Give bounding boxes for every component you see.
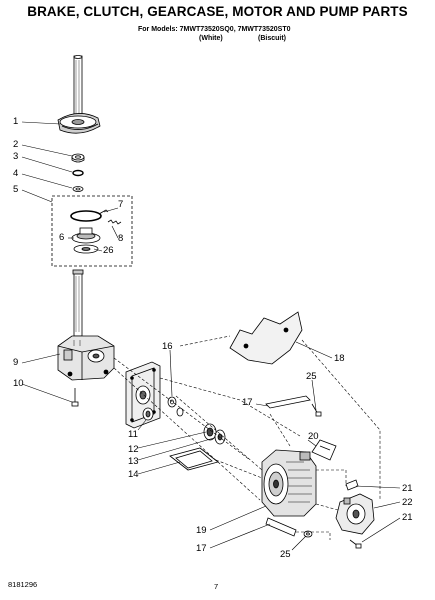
callout-26: 26 bbox=[103, 245, 114, 256]
callout-3: 3 bbox=[13, 151, 19, 162]
clutch-band bbox=[70, 209, 109, 222]
page-title: BRAKE, CLUTCH, GEARCASE, MOTOR AND PUMP … bbox=[27, 4, 408, 19]
callout-17-upper: 17 bbox=[242, 397, 253, 408]
callout-5: 5 bbox=[13, 184, 19, 195]
callout-13: 13 bbox=[128, 456, 139, 467]
pump-screw bbox=[349, 539, 362, 549]
callout-2: 2 bbox=[13, 139, 19, 150]
retaining-ring bbox=[72, 169, 84, 177]
callout-9: 9 bbox=[13, 357, 19, 368]
callout-12: 12 bbox=[128, 444, 139, 455]
callout-8: 8 bbox=[118, 233, 124, 244]
alignment-lines bbox=[113, 335, 381, 540]
upper-drive-shaft bbox=[73, 55, 83, 123]
callout-25-lower: 25 bbox=[280, 549, 291, 560]
callout-18: 18 bbox=[334, 353, 345, 364]
document-number: 8181296 bbox=[8, 580, 38, 589]
clutch-shoe bbox=[71, 227, 101, 244]
drive-motor bbox=[261, 449, 317, 517]
variant-biscuit: (Biscuit) bbox=[258, 35, 286, 42]
callout-1: 1 bbox=[13, 116, 19, 127]
gearcase-bolt bbox=[71, 388, 79, 407]
variant-white: (White) bbox=[199, 35, 223, 42]
callout-11: 11 bbox=[128, 429, 138, 440]
lower-drive-shaft bbox=[72, 269, 84, 337]
callout-17-lower: 17 bbox=[196, 543, 207, 554]
pump-housing bbox=[335, 493, 375, 535]
clutch-kit-outline bbox=[51, 195, 133, 267]
callout-20: 20 bbox=[308, 431, 319, 442]
gearcase-cover bbox=[125, 361, 161, 429]
callout-4: 4 bbox=[13, 168, 19, 179]
callout-25-upper: 25 bbox=[306, 371, 317, 382]
pump-gasket bbox=[169, 447, 219, 471]
callout-7: 7 bbox=[118, 199, 124, 210]
callout-21-upper: 21 bbox=[402, 483, 413, 494]
mount-screw bbox=[311, 403, 322, 417]
page-number: 7 bbox=[214, 582, 219, 591]
motor-belt-strap bbox=[265, 517, 297, 537]
clutch-lining bbox=[73, 244, 99, 254]
callout-22: 22 bbox=[402, 497, 413, 508]
callout-16: 16 bbox=[162, 341, 173, 352]
motor-screw-lower bbox=[303, 530, 313, 538]
pump-clip bbox=[345, 479, 359, 491]
clutch-spring bbox=[107, 219, 122, 225]
gearcase-assembly bbox=[57, 335, 115, 381]
leader-lines bbox=[21, 121, 401, 551]
motor-shield bbox=[229, 311, 303, 365]
motor-clip bbox=[311, 439, 337, 461]
seal-washer-small bbox=[167, 396, 184, 417]
callout-14: 14 bbox=[128, 469, 139, 480]
bearing-pulley bbox=[203, 423, 226, 445]
belt-tension-rod bbox=[265, 395, 311, 409]
models-line: For Models: 7MWT73520SQ0, 7MWT73520ST0 bbox=[138, 26, 291, 33]
shaft-seal bbox=[142, 407, 154, 421]
callout-19: 19 bbox=[196, 525, 207, 536]
callout-6: 6 bbox=[59, 232, 65, 243]
brake-cam-driver bbox=[57, 113, 101, 134]
callout-21-lower: 21 bbox=[402, 512, 413, 523]
spacer-washer bbox=[71, 153, 85, 163]
callout-10: 10 bbox=[13, 378, 24, 389]
thrust-washer bbox=[72, 186, 84, 192]
